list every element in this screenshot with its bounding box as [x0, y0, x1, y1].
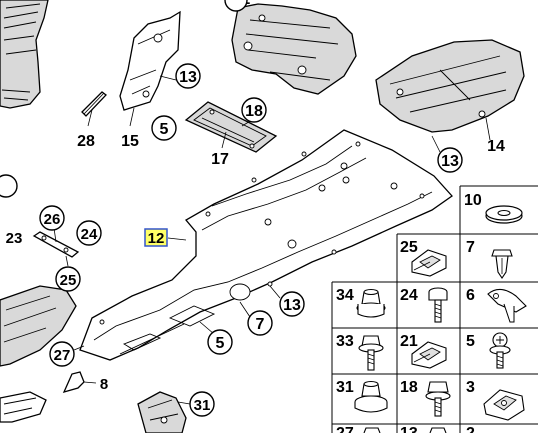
callout-circle — [224, 0, 248, 12]
callout-label: 31 — [194, 397, 211, 414]
callout-label: 15 — [121, 133, 139, 150]
callout-label: 18 — [245, 103, 263, 120]
spring-nut-icon — [411, 341, 447, 369]
callout-label: 5 — [216, 335, 225, 352]
panel-part-17 — [184, 101, 278, 153]
clip-part-8 — [62, 371, 97, 394]
callout-label: 23 — [6, 230, 23, 247]
shield-part-14 — [375, 39, 525, 133]
callout-circle — [175, 63, 201, 89]
shield-part-32 — [231, 3, 357, 95]
rod-part-28 — [81, 91, 107, 117]
callouts: 32 13 28 15 5 18 17 13 14 26 23 24 12 25… — [0, 0, 505, 417]
callout-circle — [189, 391, 215, 417]
screw-icon — [489, 332, 511, 369]
callout-circle — [39, 205, 65, 231]
bolt-icon — [428, 287, 448, 323]
callout-label: 26 — [44, 211, 61, 228]
callout-circle — [55, 266, 81, 292]
callout-circle — [279, 291, 305, 317]
legend-number: 3 — [466, 379, 475, 396]
legend-number: 31 — [336, 379, 354, 396]
callout-label: 14 — [487, 138, 505, 155]
nut-icon — [356, 289, 386, 318]
legend-number: 5 — [466, 333, 475, 350]
legend-number: 25 — [400, 239, 418, 256]
washer-icon — [485, 205, 523, 224]
callout-label: 5 — [160, 121, 169, 138]
callout-circle — [207, 329, 233, 355]
callout-label: 13 — [283, 297, 301, 314]
clip-icon — [487, 288, 527, 323]
shield-part-31 — [137, 391, 187, 434]
left-bottom-panel — [0, 285, 77, 423]
legend-number: 7 — [466, 239, 475, 256]
hex-bolt-icon — [425, 381, 451, 417]
bracket-part-15 — [119, 10, 181, 111]
callout-circle — [151, 115, 177, 141]
callout-label: 17 — [211, 151, 229, 168]
legend-number: 34 — [336, 287, 354, 304]
fastener-legend: 10 25 7 34 24 — [331, 185, 538, 438]
left-top-panel — [0, 0, 49, 109]
callout-label: 13 — [179, 69, 197, 86]
callout-circle — [49, 341, 75, 367]
callout-label-highlighted[interactable]: 12 — [148, 230, 165, 247]
legend-number: 2 — [466, 425, 475, 433]
flange-nut-icon — [354, 381, 388, 413]
legend-number: 10 — [464, 192, 482, 209]
legend-number: 18 — [400, 379, 418, 396]
callout-circle — [247, 310, 273, 336]
legend-number: 6 — [466, 287, 475, 304]
callout-circle — [437, 147, 463, 173]
callout-label: 27 — [54, 347, 71, 364]
spring-nut-icon — [411, 249, 447, 277]
callout-circle — [76, 220, 102, 246]
underbody-panel-part-12 — [79, 129, 453, 361]
legend-number: 33 — [336, 333, 354, 350]
callout-circle — [241, 97, 267, 123]
callout-label: 25 — [60, 272, 77, 289]
callout-label: 13 — [441, 153, 459, 170]
legend-number: 13 — [400, 425, 418, 433]
callout-circle — [0, 174, 18, 198]
bracket-part-23 — [32, 227, 80, 267]
flange-bolt-icon — [358, 335, 384, 371]
clip-nut-icon — [483, 389, 525, 421]
highlight-box — [144, 228, 168, 247]
callout-label: 24 — [81, 226, 98, 243]
callout-label: 7 — [256, 316, 265, 333]
callout-label: 8 — [100, 376, 108, 393]
legend-number: 21 — [400, 333, 418, 350]
expansion-rivet-icon — [491, 249, 513, 279]
callout-label: 28 — [77, 133, 95, 150]
legend-number: 27 — [336, 425, 354, 433]
legend-number: 24 — [400, 287, 418, 304]
